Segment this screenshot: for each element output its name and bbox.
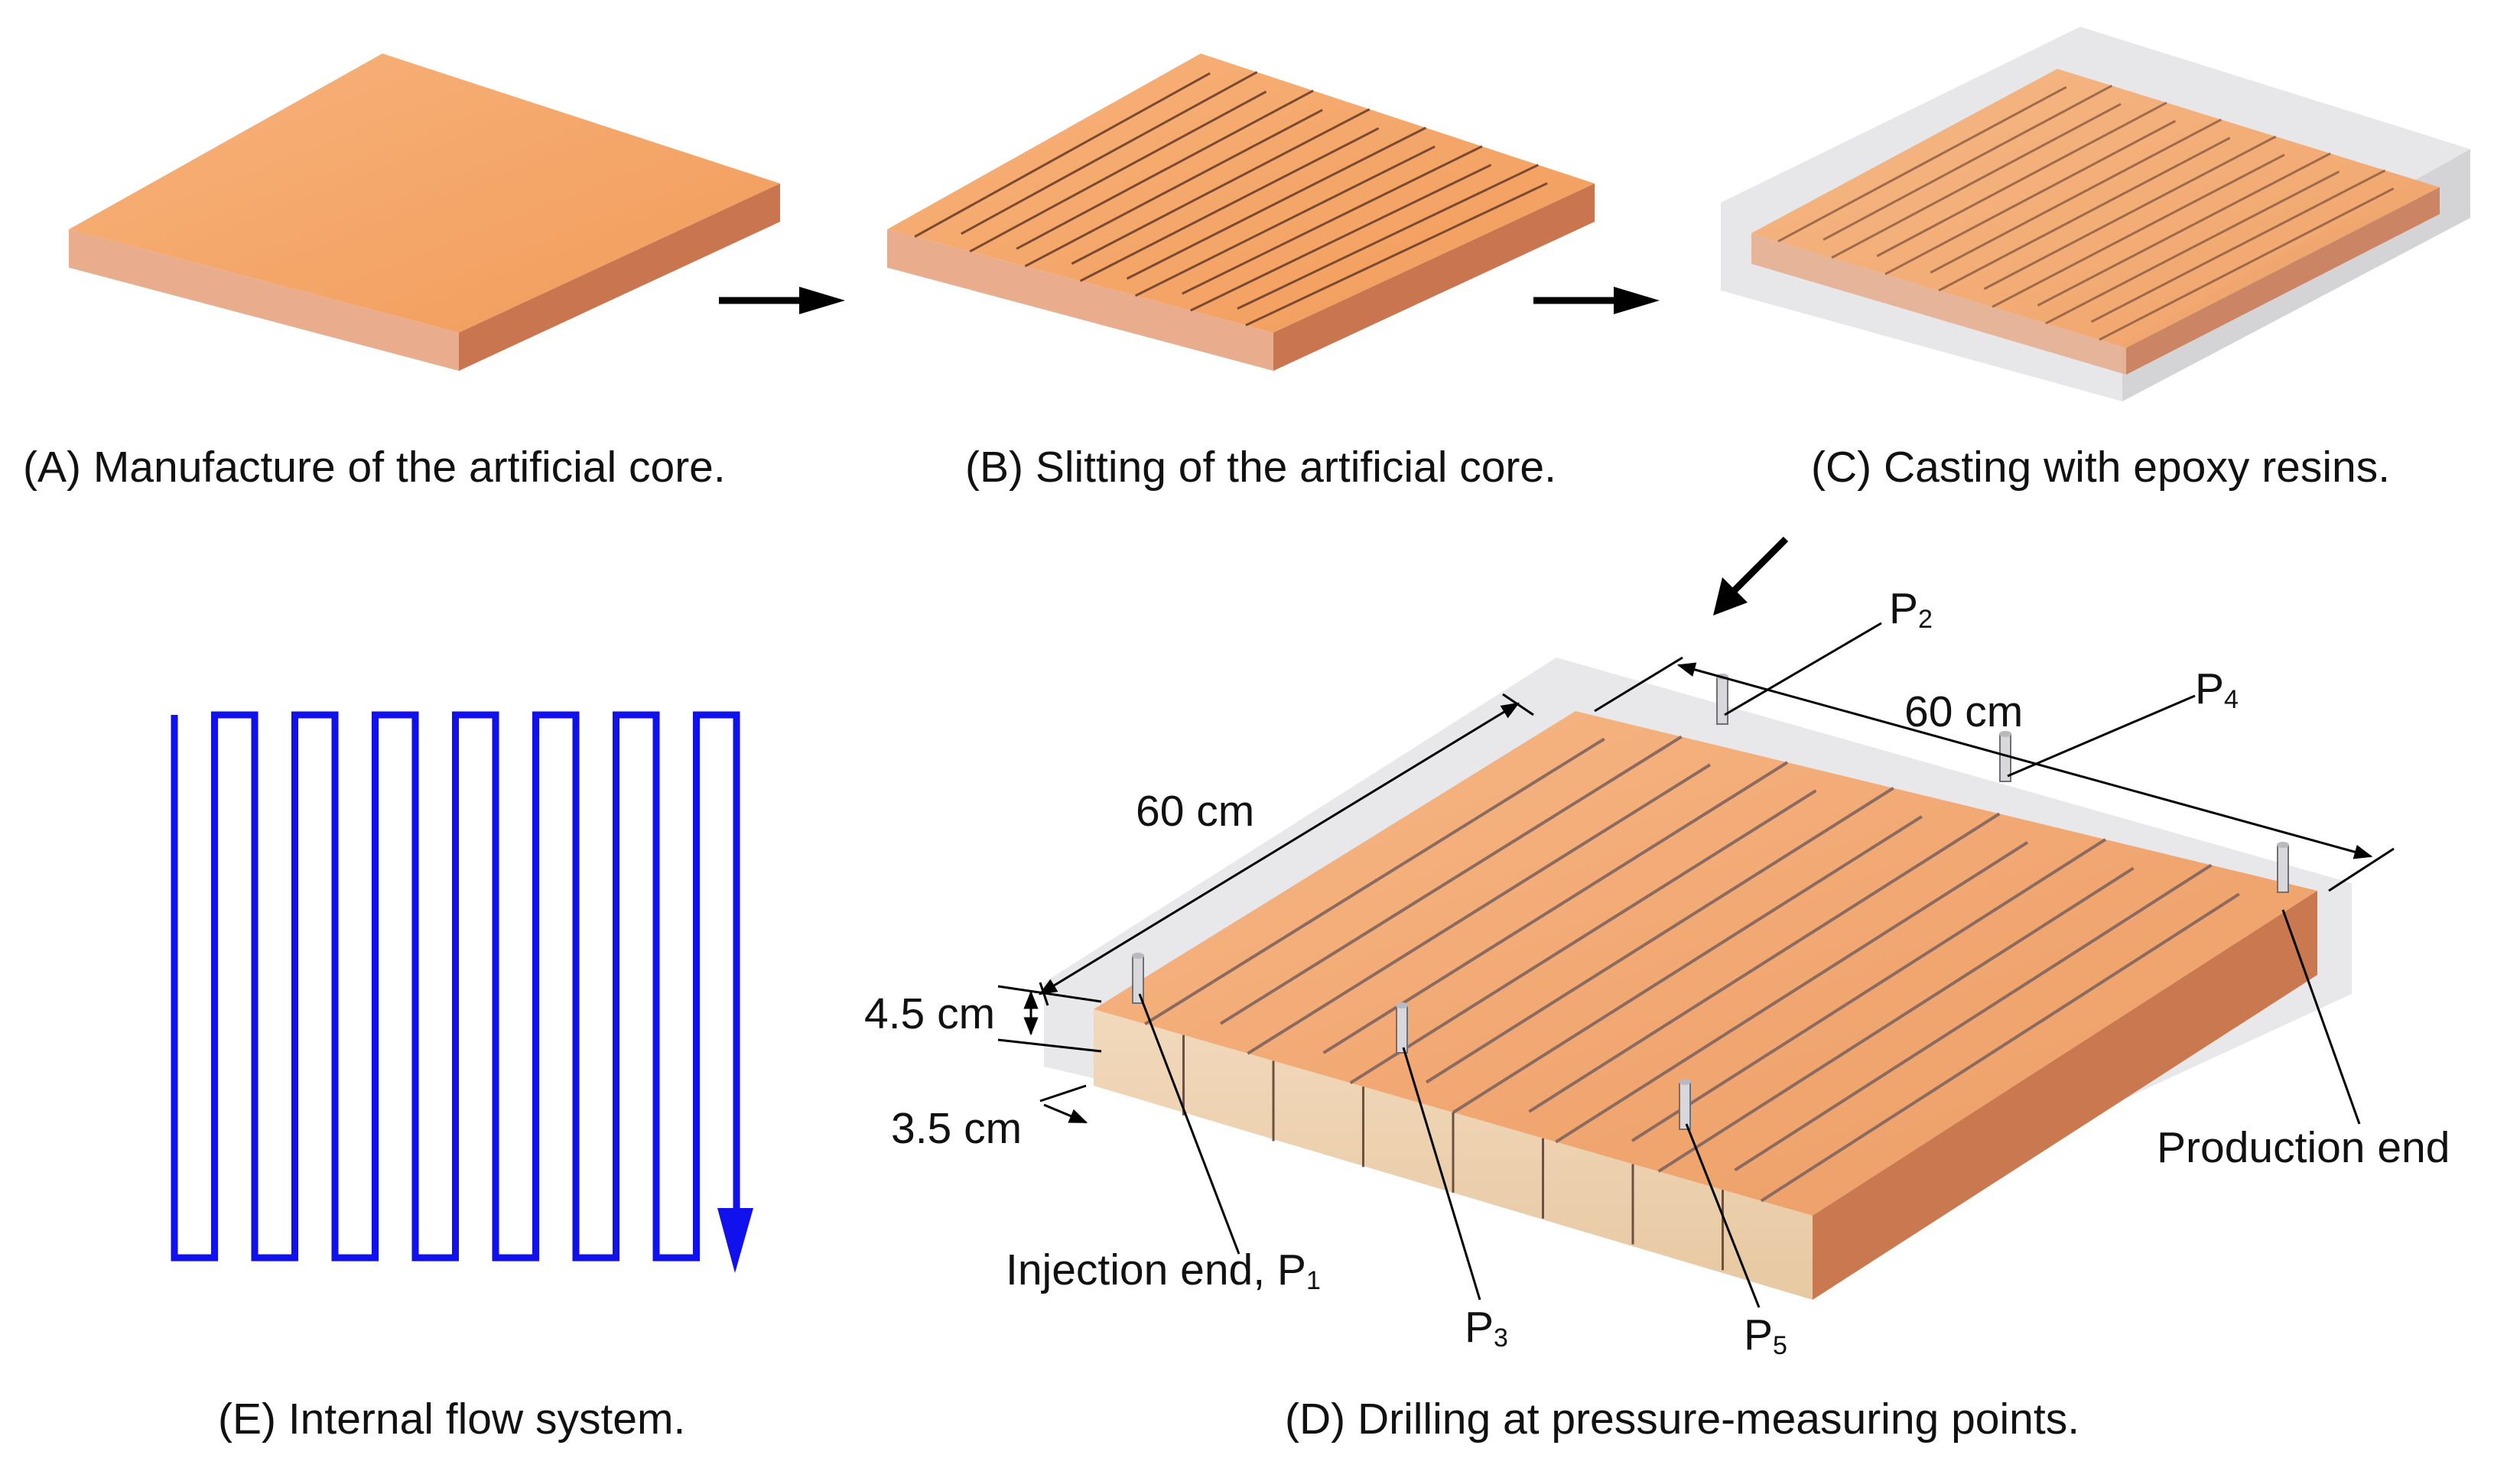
slit-line xyxy=(1938,136,2231,292)
caption-c: (C) Casting with epoxy resins. xyxy=(1811,443,2390,492)
dimension-spacing: 3.5 cm xyxy=(891,1104,1022,1153)
arrow-c-to-d xyxy=(1713,536,1789,615)
caption-a: (A) Manufacture of the artificial core. xyxy=(23,443,726,492)
slit-line xyxy=(1823,84,2113,241)
pressure-pin xyxy=(1679,1081,1691,1130)
slit-line xyxy=(1134,145,1436,297)
slit-line xyxy=(1079,127,1380,282)
leader-lines xyxy=(1138,622,2361,1308)
arrow-a-to-b xyxy=(719,287,845,314)
panel-e-flow-path xyxy=(171,711,753,1273)
panel-c-resin-casting xyxy=(1721,27,2470,401)
label-p5: P5 xyxy=(1744,1310,1787,1360)
slit-line xyxy=(1126,126,1426,280)
slit-line xyxy=(1528,812,2001,1113)
pressure-pin-cap xyxy=(2277,842,2289,848)
slit-line xyxy=(1190,164,1492,312)
slit-line xyxy=(1760,892,2240,1203)
caption-e: (E) Internal flow system. xyxy=(218,1395,685,1444)
panel-d-drilled-slab xyxy=(1044,658,2352,1300)
slit-line xyxy=(1245,182,1548,326)
dimension-thickness: 4.5 cm xyxy=(864,989,995,1038)
slit-line xyxy=(961,70,1258,235)
slit-line xyxy=(1983,135,2277,291)
slit-line xyxy=(1016,89,1314,250)
arrow-b-to-c xyxy=(1533,287,1660,314)
panel-b-slit-core xyxy=(887,54,1595,371)
slit-line xyxy=(2045,171,2340,325)
slit-line xyxy=(1930,119,2222,274)
slit-line xyxy=(1992,154,2285,308)
dimension-lines xyxy=(997,656,2395,1124)
dimension-length-right: 60 cm xyxy=(1904,687,2023,736)
slit-line xyxy=(1555,841,2029,1144)
pressure-pin xyxy=(1396,1005,1408,1054)
slit-line xyxy=(1631,838,2106,1142)
pressure-pin xyxy=(2277,844,2289,893)
slit-line xyxy=(1182,145,1483,295)
slit-line xyxy=(1657,866,2135,1173)
pressure-pin xyxy=(1132,955,1144,1004)
slit-line xyxy=(1884,119,2177,275)
dimension-length-left: 60 cm xyxy=(1136,787,1254,836)
label-production-end: Production end xyxy=(2157,1123,2450,1172)
label-p4: P4 xyxy=(2195,664,2239,714)
caption-b: (B) Slitting of the artificial core. xyxy=(965,443,1556,492)
slit-line xyxy=(2099,187,2395,341)
slit-line xyxy=(1452,815,1923,1114)
slit-line xyxy=(914,72,1211,238)
slit-line xyxy=(1777,86,2067,243)
pressure-pin-cap xyxy=(1679,1079,1691,1085)
label-p2: P2 xyxy=(1889,584,1933,634)
label-injection-end: Injection end, P1 xyxy=(1006,1246,1321,1295)
caption-d: (D) Drilling at pressure-measuring point… xyxy=(1285,1395,2079,1444)
pressure-pin-cap xyxy=(1132,953,1144,959)
pressure-pin xyxy=(1716,676,1728,725)
pressure-pin-cap xyxy=(1396,1002,1408,1008)
slit-line xyxy=(1876,101,2167,258)
slit-line xyxy=(2037,152,2331,307)
slit-line xyxy=(1831,102,2122,259)
slit-line xyxy=(1734,863,2213,1172)
slit-line xyxy=(1071,108,1371,265)
label-p3: P3 xyxy=(1465,1303,1508,1353)
slit-line xyxy=(1237,164,1540,310)
slit-line xyxy=(969,90,1267,253)
slit-line xyxy=(2090,169,2386,323)
panel-a-core xyxy=(69,54,780,371)
slit-line xyxy=(1024,109,1323,268)
